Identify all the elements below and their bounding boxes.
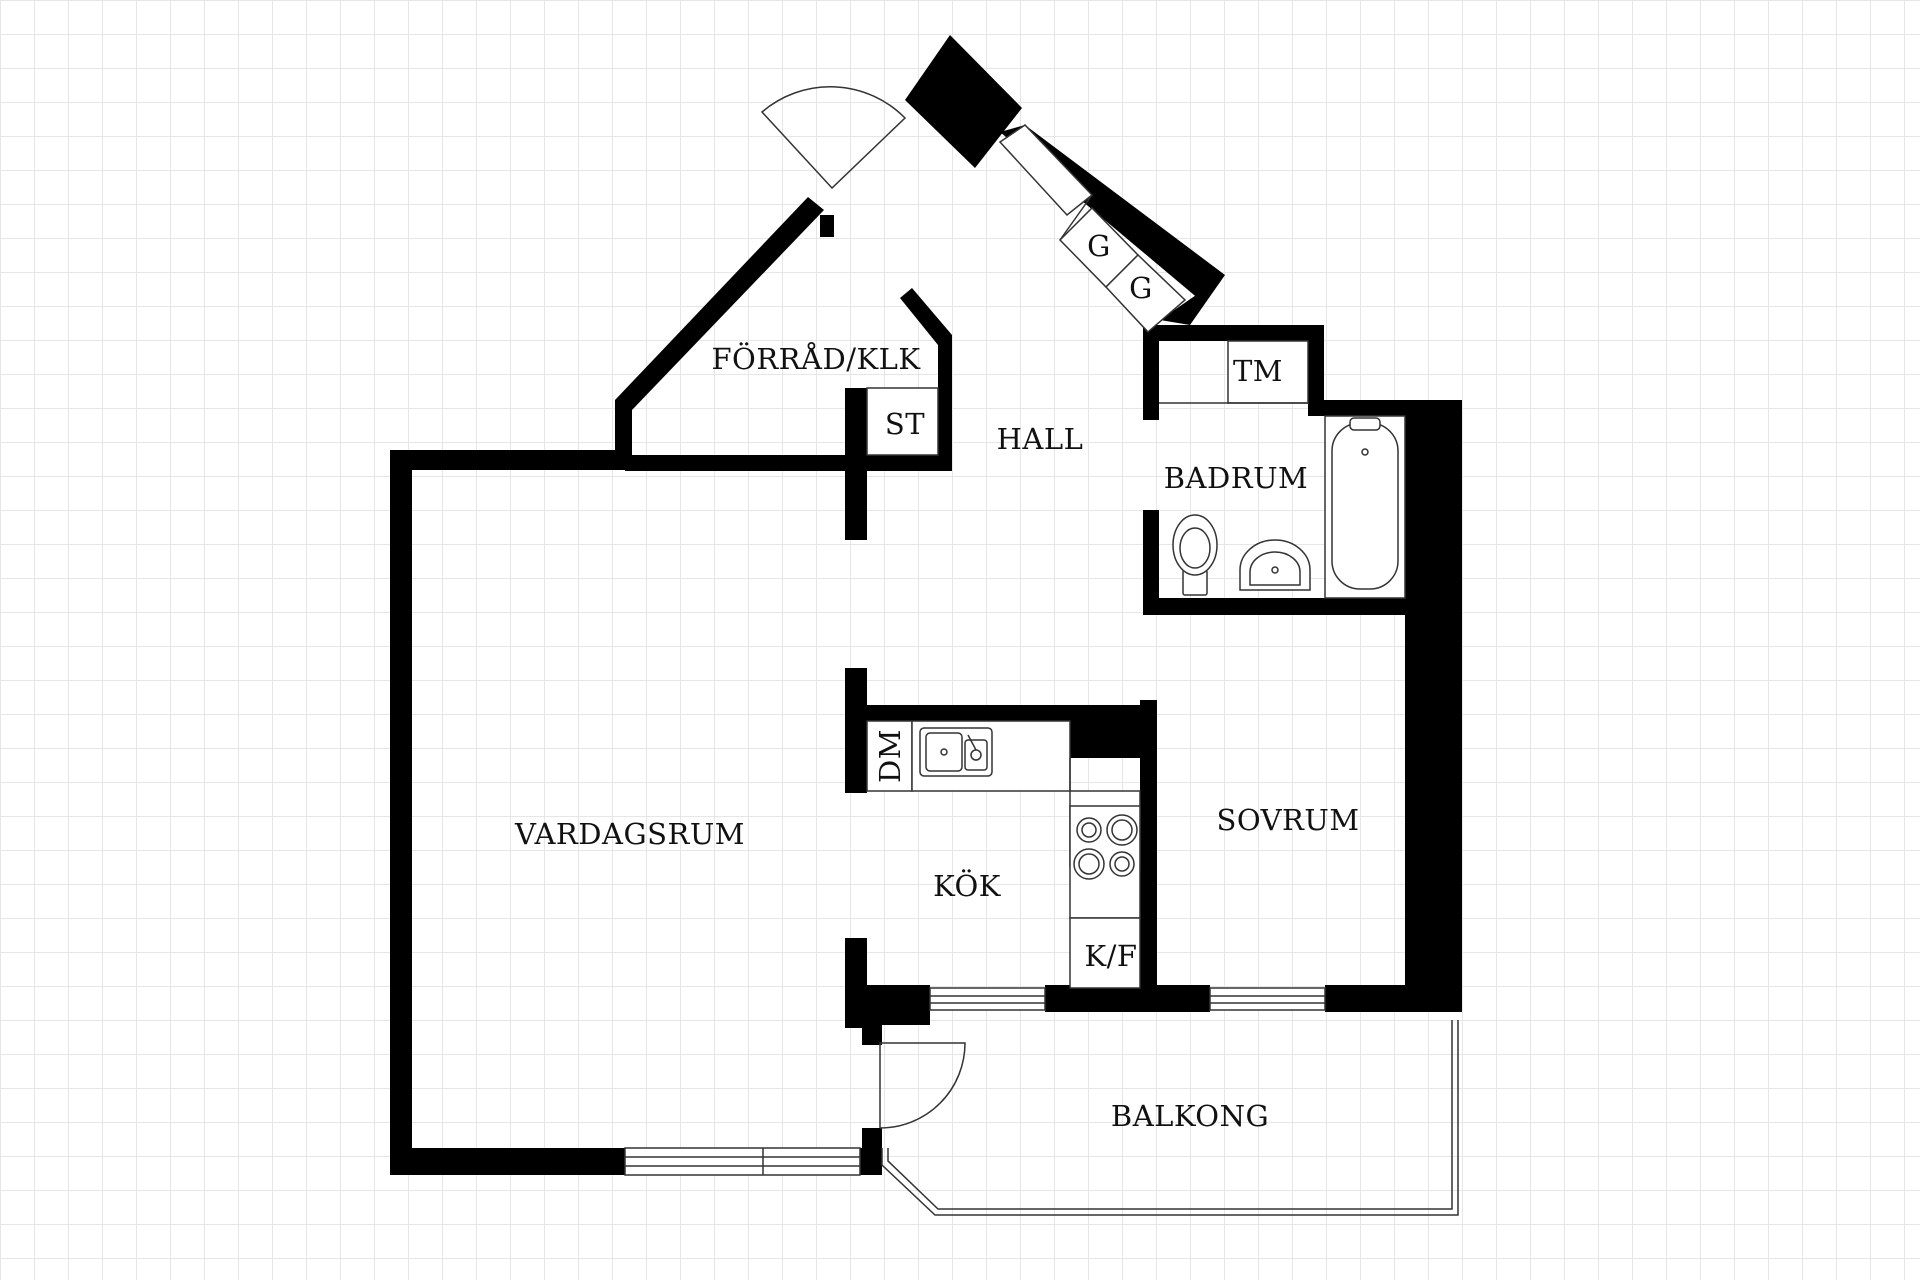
room-label-badrum: BADRUM xyxy=(1164,461,1308,495)
kitchen-sink-icon xyxy=(919,727,993,777)
wall-bath-west-a xyxy=(1143,325,1159,420)
wall-storage-east xyxy=(938,335,952,471)
fixture-label-g2: G xyxy=(1129,271,1153,305)
door-balcony-swing xyxy=(879,1042,966,1129)
wall-balcony-door-post-b xyxy=(862,1128,882,1175)
bathroom-sink-icon xyxy=(1239,539,1311,591)
doors xyxy=(760,86,966,1129)
wall-south-a xyxy=(845,985,930,1025)
wall-hall-east xyxy=(1160,275,1225,325)
labels: VARDAGSRUM KÖK SOVRUM BADRUM HALL FÖRRÅD… xyxy=(514,229,1359,1133)
wall-storage-south xyxy=(625,455,950,471)
wall-storage-west xyxy=(615,400,632,465)
fixture-label-st: ST xyxy=(885,407,925,441)
wall-south-b xyxy=(1045,985,1210,1012)
wall-living-north xyxy=(390,450,625,470)
cabinet-g-lower xyxy=(1104,253,1187,334)
room-label-forrad: FÖRRÅD/KLK xyxy=(711,341,921,376)
fridge-kf xyxy=(1069,917,1141,989)
wall-east-inner xyxy=(1405,400,1425,1012)
windows xyxy=(624,987,1326,1176)
wall-bath-north-east xyxy=(1308,325,1324,405)
bathtub-inner xyxy=(1331,422,1399,590)
wall-bath-west-b xyxy=(1143,510,1159,615)
toilet-icon xyxy=(1172,514,1218,596)
wall-living-south-a xyxy=(390,1148,625,1175)
wall-entrance-upper xyxy=(905,35,1022,168)
washer-tm xyxy=(1227,340,1309,404)
fixture-label-tm: TM xyxy=(1233,354,1283,388)
room-label-sovrum: SOVRUM xyxy=(1216,803,1359,837)
wall-bath-south xyxy=(1143,598,1405,615)
fixture-label-kf: K/F xyxy=(1084,939,1137,973)
window-bedroom xyxy=(1209,987,1326,1011)
balcony-rail xyxy=(881,1020,1459,1216)
wall-storage-corner xyxy=(900,288,952,345)
wall-st-west xyxy=(845,388,867,540)
fixture-label-g1: G xyxy=(1087,229,1111,263)
wall-balcony-door-post xyxy=(862,1005,882,1045)
walls xyxy=(390,35,1462,1175)
storage-st xyxy=(866,387,939,456)
dishwasher-dm xyxy=(866,720,913,792)
wall-kitchen-west-a xyxy=(845,668,867,793)
wall-living-west xyxy=(390,450,412,1175)
room-label-hall: HALL xyxy=(997,422,1084,456)
wall-south-c xyxy=(1325,985,1462,1012)
door-entrance-swing xyxy=(760,86,907,190)
fixtures xyxy=(866,124,1406,989)
room-label-balkong: BALKONG xyxy=(1111,1099,1269,1133)
room-label-kok: KÖK xyxy=(933,868,1002,903)
wall-storage-diagonal xyxy=(615,197,824,410)
wall-door-stub xyxy=(820,215,834,237)
wall-bath-north xyxy=(1145,325,1320,341)
wall-kitchen-east xyxy=(1140,700,1157,1005)
stove-icon xyxy=(1069,805,1141,919)
wall-kitchen-block xyxy=(1070,705,1145,758)
room-label-vardagsrum: VARDAGSRUM xyxy=(514,817,745,851)
window-kitchen xyxy=(929,987,1046,1011)
window-living xyxy=(624,1147,861,1176)
fixture-label-dm: DM xyxy=(873,729,907,783)
